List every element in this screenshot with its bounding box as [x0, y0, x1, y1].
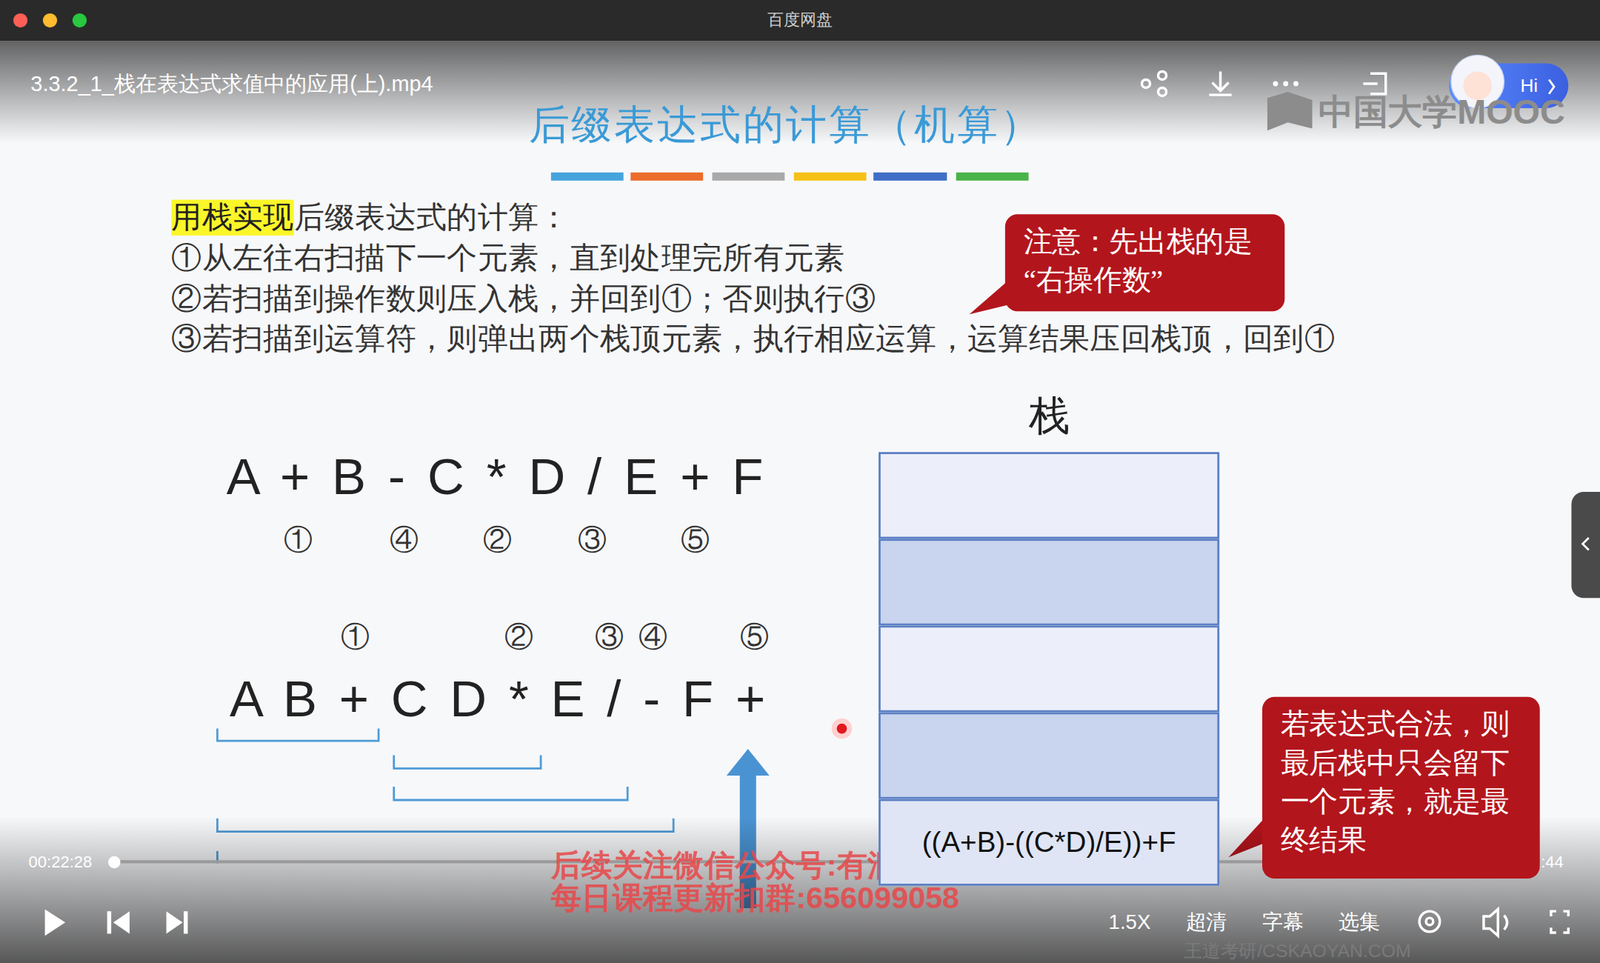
bracket: [217, 728, 379, 742]
color-bar: [551, 172, 624, 181]
stack-cell-empty: [878, 451, 1220, 539]
callout-number: ④: [389, 524, 419, 558]
callout-number: ⑤: [740, 621, 769, 655]
callout-number: ③: [577, 524, 607, 558]
side-tab: [1571, 491, 1600, 598]
share-icon: [1141, 79, 1150, 88]
callout-box: 若表达式合法，则最后栈中只会留下一个元素，就是最终结果: [1262, 697, 1540, 879]
pip-icon: [1362, 73, 1386, 95]
color-bar: [630, 172, 703, 181]
step-text: ②若扫描到操作数则压入栈，并回到①；否则执行③: [171, 281, 876, 318]
callout-text: 注意：先出栈的是“右操作数”: [1023, 222, 1267, 300]
share-icon: [1158, 71, 1167, 80]
mooc-logo-mark: [1267, 91, 1313, 131]
progress-knob: [108, 856, 121, 869]
cursor-dot: [831, 718, 853, 740]
toolbar-icons: [1141, 71, 1386, 96]
volume-icon: [1483, 908, 1508, 936]
stack-heading: 栈: [878, 387, 1220, 445]
callout-box: 注意：先出栈的是“右操作数”: [1005, 214, 1285, 312]
download-icon: [1208, 71, 1232, 95]
cursor-dot: [837, 723, 848, 735]
share-icon: [1158, 87, 1167, 96]
close-dot: [13, 13, 28, 28]
play-icon: [45, 908, 66, 936]
bracket: [394, 786, 628, 800]
stack-cell-empty: [878, 625, 1220, 712]
quality-button: 超清: [1185, 910, 1227, 935]
step-text: ③若扫描到运算符，则弹出两个栈顶元素，执行相应运算，运算结果压回栈顶，回到①: [171, 321, 1335, 358]
bracket: [394, 754, 541, 769]
speed-button: 1.5X: [1108, 910, 1152, 935]
color-bar: [956, 172, 1029, 181]
intro-text: 后缀表达式的计算：: [294, 200, 570, 236]
side-tab-chevron: [1582, 537, 1589, 551]
subtitle-button: 字幕: [1262, 910, 1303, 935]
watermark: 王道考研/CSKAOYAN.COM: [1183, 940, 1412, 962]
stack-frame: 栈 ((A+B)-((C*D)/E))+F: [878, 387, 1220, 886]
episode-button: 选集: [1338, 910, 1380, 935]
prev-icon: [107, 911, 130, 934]
callout-number: ⑤: [680, 524, 710, 558]
more-icon: [1272, 81, 1298, 87]
window-titlebar: [0, 0, 1600, 41]
callout-text: 若表达式合法，则最后栈中只会留下一个元素，就是最终结果: [1280, 705, 1522, 860]
callout-number: ②: [504, 621, 534, 655]
postfix-expression: A B + C D * E / - F +: [229, 670, 770, 729]
slide-title: 后缀表达式的计算（机算）: [528, 96, 1043, 153]
stack-cell: ((A+B)-((C*D)/E))+F: [878, 799, 1220, 886]
settings-icon: [1419, 911, 1440, 932]
stack-cell-empty: [878, 712, 1220, 800]
player-icons: [1419, 908, 1569, 936]
color-bar: [794, 172, 867, 181]
step-text: ①从左往右扫描下一个元素，直到处理完所有元素: [171, 240, 845, 277]
stack-value: ((A+B)-((C*D)/E))+F: [922, 825, 1177, 859]
fullscreen-icon: [1551, 911, 1569, 933]
zoom-dot: [72, 13, 87, 28]
highlight-text: 用栈实现: [171, 200, 294, 236]
callout-number: ①: [283, 524, 313, 558]
file-name: 3.3.2_1_栈在表达式求值中的应用(上).mp4: [30, 71, 433, 96]
minimize-dot: [42, 13, 58, 28]
color-bar: [873, 172, 947, 181]
brand-logo-text: 中国大学MOOC: [1318, 92, 1566, 133]
callout-number: ③: [594, 621, 624, 655]
callout-number: ①: [340, 621, 370, 655]
callout-number: ②: [482, 524, 512, 558]
color-bar: [712, 172, 786, 181]
settings-icon: [1425, 917, 1434, 926]
hi-text: Hi: [1520, 74, 1538, 96]
stack-cell-empty: [878, 538, 1220, 626]
time-current: 00:22:28: [28, 852, 93, 872]
infix-expression: A + B - C * D / E + F: [226, 448, 768, 507]
next-icon: [166, 911, 189, 934]
window-title: 百度网盘: [767, 11, 833, 30]
hi-chevron: [1548, 79, 1555, 94]
logo-book: [1267, 91, 1313, 131]
title-color-bars: [551, 172, 1029, 181]
callout-number: ④: [638, 621, 668, 655]
